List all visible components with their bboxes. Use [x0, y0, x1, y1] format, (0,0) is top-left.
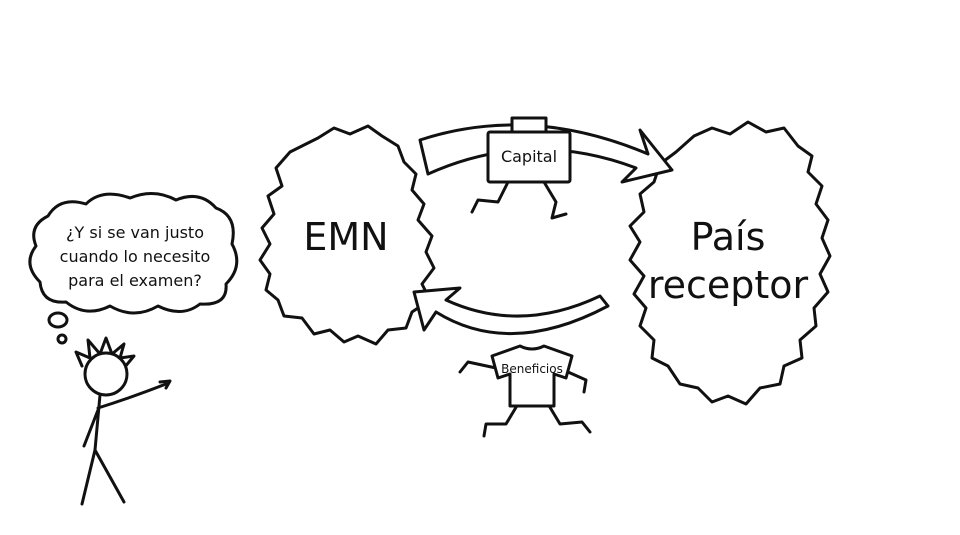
stick-figure-arm-pointing — [96, 382, 168, 410]
benefits-arm-left — [458, 360, 498, 374]
benefits-tshirt — [490, 344, 574, 408]
host-country-line-1: País — [691, 215, 766, 259]
benefits-label: Beneficios — [501, 362, 563, 376]
stick-figure-hand — [158, 379, 172, 390]
thought-bubble-cloud — [28, 192, 239, 315]
capital-leg-right — [542, 180, 568, 220]
host-country-cloud: País receptor — [628, 120, 832, 406]
thought-bubble-line-1: ¿Y si se van justo — [66, 223, 204, 242]
stick-figure-body — [93, 393, 102, 452]
stick-figure-leg-right — [93, 448, 126, 504]
capital-briefcase — [486, 130, 572, 184]
capital-leg-left — [470, 180, 510, 214]
benefits-arm-right — [566, 370, 588, 394]
thought-bubble-line-3: para el examen? — [68, 271, 202, 290]
stick-figure-head — [83, 351, 129, 397]
stick-figure-leg-left — [80, 448, 97, 506]
capital-flow: Capital — [418, 116, 674, 220]
briefcase-handle — [510, 116, 548, 132]
host-country-line-2: receptor — [648, 263, 809, 307]
benefits-arrow — [412, 286, 610, 335]
stick-figure-arm-left — [82, 408, 100, 448]
stick-figure-hair — [74, 336, 136, 370]
emn-cloud-shape — [258, 124, 436, 346]
stick-figure — [74, 336, 172, 506]
emn-label: EMN — [303, 215, 388, 259]
emn-cloud: EMN — [258, 124, 436, 346]
benefits-flow: Beneficios — [412, 286, 610, 438]
thought-bubble: ¿Y si se van justo cuando lo necesito pa… — [28, 192, 239, 345]
benefits-leg-left — [482, 402, 520, 438]
host-country-cloud-shape — [628, 120, 832, 406]
benefits-leg-right — [546, 402, 592, 434]
capital-label: Capital — [501, 147, 557, 166]
thought-bubble-dot-small — [56, 333, 68, 345]
thought-bubble-dot-large — [47, 311, 69, 329]
thought-bubble-line-2: cuando lo necesito — [60, 247, 211, 266]
